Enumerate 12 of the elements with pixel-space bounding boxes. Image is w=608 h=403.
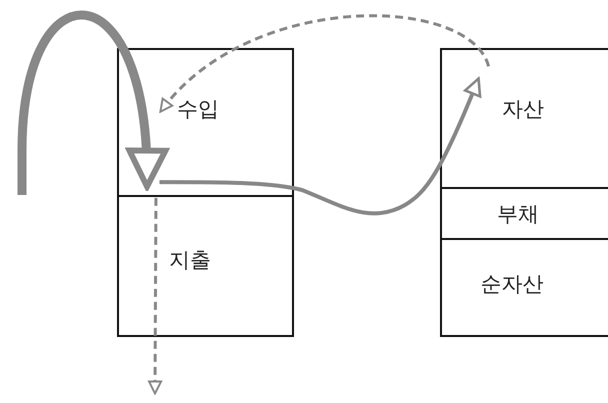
table-cell-box [440, 238, 608, 337]
curved-arrow [18, 11, 167, 195]
cell-label: 부채 [497, 200, 539, 228]
cell-label: 순자산 [480, 270, 544, 298]
curved-arrow [159, 14, 490, 113]
cell-label: 자산 [502, 96, 544, 122]
curved-arrow [148, 198, 162, 394]
curved-arrow [159, 77, 482, 216]
table-cell-box [117, 195, 294, 337]
table-cell-box [440, 48, 608, 189]
cell-label: 수입 [177, 96, 219, 122]
cell-label: 지출 [169, 247, 211, 274]
